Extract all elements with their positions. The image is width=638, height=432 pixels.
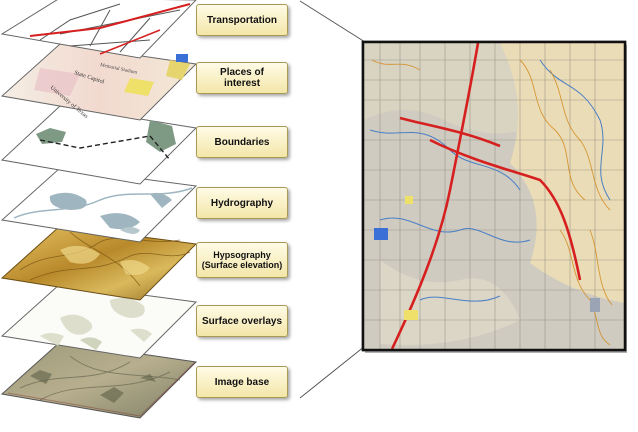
label-hypsography: Hypsography (Surface elevation) bbox=[196, 242, 288, 278]
layer-sheet-places-of-interest: State Capitol University of Texas Memori… bbox=[0, 43, 198, 121]
label-transportation: Transportation bbox=[196, 4, 288, 36]
connector-line-bottom bbox=[299, 345, 366, 399]
layer-sheet-image-base bbox=[0, 341, 198, 419]
inset-map bbox=[361, 40, 627, 353]
label-boundaries: Boundaries bbox=[196, 126, 288, 158]
layer-sheet-surface-overlays bbox=[0, 283, 198, 359]
label-image-base: Image base bbox=[196, 366, 288, 398]
label-surface-overlays: Surface overlays bbox=[196, 305, 288, 337]
label-hydrography: Hydrography bbox=[196, 187, 288, 219]
label-places-of-interest: Places of interest bbox=[196, 62, 288, 94]
layer-sheet-hydrography bbox=[0, 167, 198, 243]
layer-sheet-transportation bbox=[0, 0, 197, 59]
connector-line-top bbox=[299, 0, 366, 43]
layer-sheet-boundaries bbox=[0, 105, 198, 185]
layer-sheet-hypsography bbox=[0, 225, 198, 301]
